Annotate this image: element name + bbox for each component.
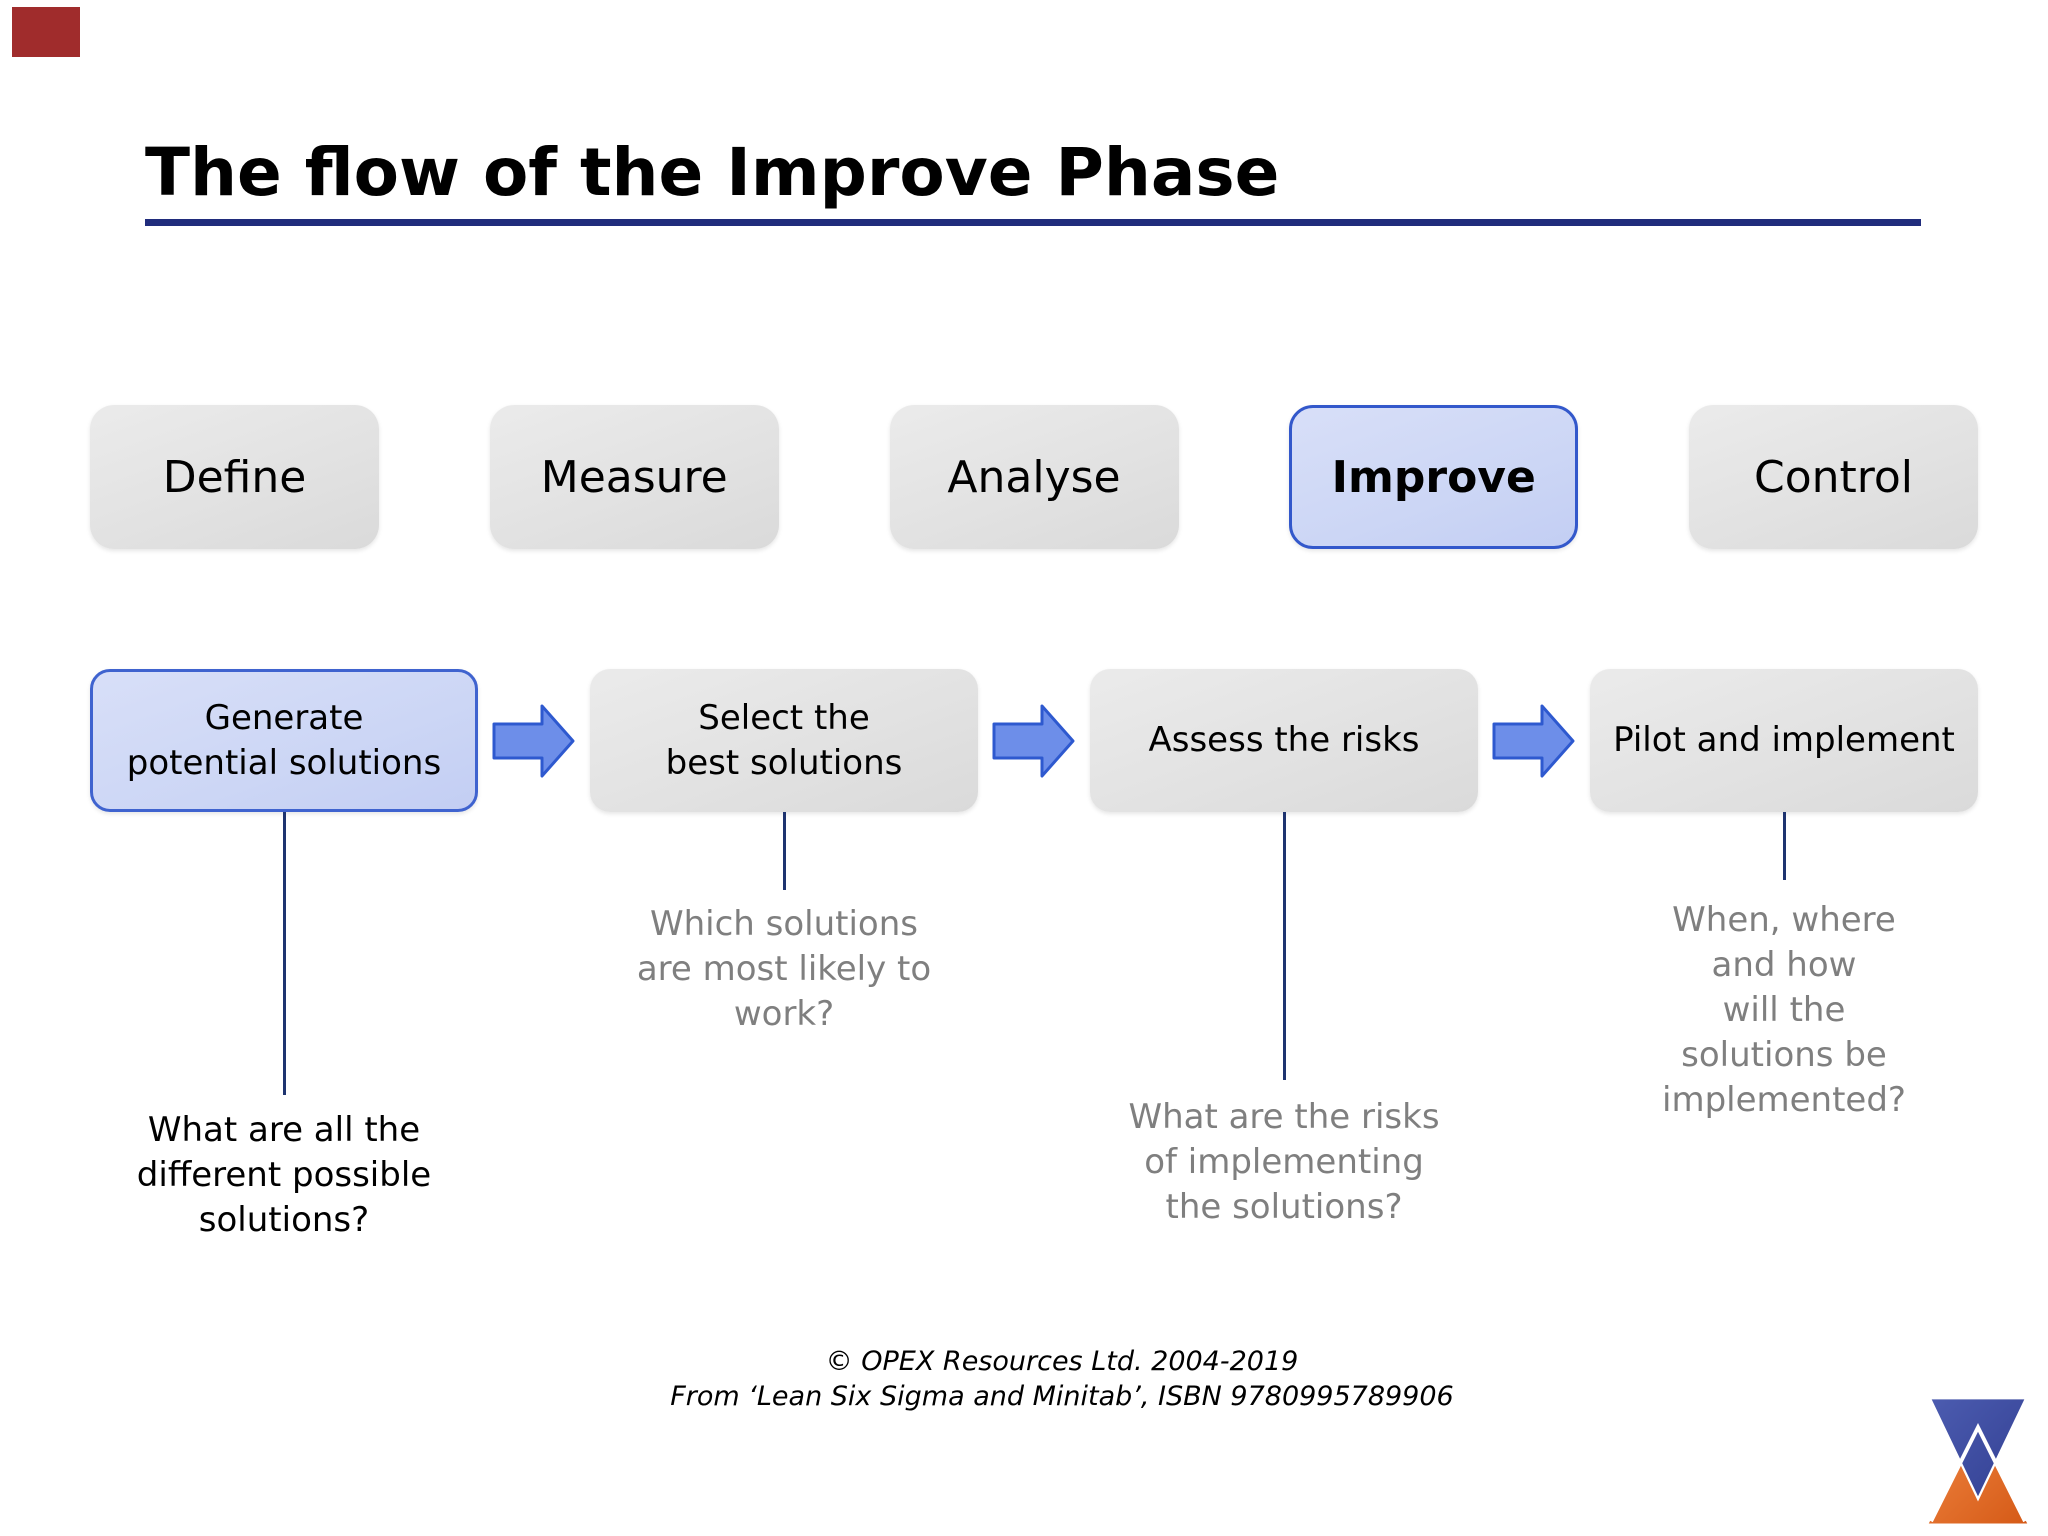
arrow-cell [978,703,1090,779]
connector-line-select [783,812,786,890]
phase-box-control: Control [1689,405,1978,549]
right-block-arrow-icon [992,704,1075,777]
arrow-cell [478,703,590,779]
right-block-arrow-icon [492,704,575,777]
flow-box-assess-risks: Assess the risks [1090,669,1478,812]
flow-box-generate-solutions: Generate potential solutions [90,669,478,812]
annotation-assess: What are the risks of implementing the s… [1128,1097,1440,1227]
logo-white-peak [1929,1422,2027,1523]
opex-hourglass-logo [1928,1397,2028,1524]
connector-line-generate [283,812,286,1095]
flow-label: Select the best solutions [665,698,903,783]
arrow-cell [1478,703,1590,779]
dmaic-row: Define Measure Analyse Improve Control [90,405,1978,549]
flow-box-select-solutions: Select the best solutions [590,669,978,812]
connector-line-pilot [1783,812,1786,880]
footer-line-1: © OPEX Resources Ltd. 2004-2019 [825,1346,1299,1377]
slide-title: The flow of the Improve Phase [145,134,1280,212]
phase-label: Control [1753,451,1914,503]
flow-box-pilot-implement: Pilot and implement [1590,669,1978,812]
flow-label: Generate potential solutions [126,698,442,783]
annotation-generate: What are all the different possible solu… [136,1110,432,1240]
phase-label: Measure [540,451,728,503]
phase-label: Improve [1331,451,1536,503]
footer-line-2: From ‘Lean Six Sigma and Minitab’, ISBN … [670,1381,1454,1413]
logo-blue-triangle [1928,1397,2028,1502]
phase-box-analyse: Analyse [889,405,1179,549]
connector-line-assess [1283,812,1286,1080]
flow-row: Generate potential solutions Select the … [90,669,1978,812]
phase-box-define: Define [90,405,379,549]
annotation-select: Which solutions are most likely to work? [636,904,932,1034]
right-block-arrow-icon [1492,704,1575,777]
phase-box-measure: Measure [489,405,779,549]
title-underline [145,219,1921,226]
annotation-pilot: When, where and how will the solutions b… [1662,900,1906,1120]
phase-label: Analyse [947,451,1121,503]
phase-label: Define [162,451,307,503]
phase-box-improve: Improve [1289,405,1579,549]
red-corner-marker [12,7,80,57]
flow-label: Pilot and implement [1613,720,1955,761]
flow-label: Assess the risks [1148,720,1420,761]
footer-copyright: © OPEX Resources Ltd. 2004-2019 From ‘Le… [670,1344,1453,1414]
